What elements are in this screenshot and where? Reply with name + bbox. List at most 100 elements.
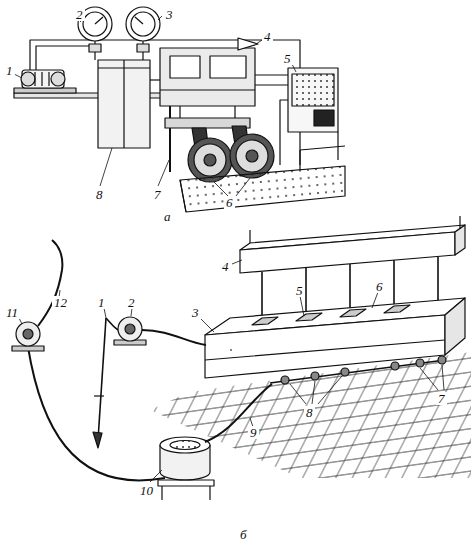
rolls (194, 144, 226, 176)
pipe (142, 330, 206, 345)
frame-pipes (150, 79, 160, 80)
cabinet (98, 60, 150, 148)
rolls (236, 140, 268, 172)
beam (240, 216, 465, 273)
callout-number: 5 (282, 52, 293, 65)
callout-number: 10 (138, 484, 155, 497)
leader-line (232, 260, 242, 264)
control-panel (280, 68, 338, 165)
leader-line (372, 292, 378, 308)
pipe (28, 347, 165, 480)
pipe (38, 240, 62, 326)
callout-number: 6 (374, 280, 385, 293)
pressure-gauge (137, 44, 149, 52)
rolls (204, 154, 216, 166)
tank (158, 437, 214, 500)
pump (12, 346, 44, 351)
probe (93, 432, 102, 448)
control-panel (280, 100, 338, 165)
nozzle (341, 368, 349, 376)
callout-number: 9 (248, 426, 259, 439)
beam (250, 216, 460, 243)
direction-arrow (238, 38, 258, 50)
nozzle (281, 376, 289, 384)
leader-line (131, 308, 132, 316)
leader-line (292, 64, 296, 72)
leader-line (150, 470, 162, 482)
tank (160, 437, 210, 453)
probe (93, 318, 106, 448)
pump (125, 324, 135, 334)
leader-line (420, 365, 444, 390)
motor (14, 88, 76, 93)
callout-number: 3 (164, 8, 175, 21)
pipe (205, 384, 272, 442)
platform (180, 166, 345, 212)
callout-number: 8 (304, 406, 315, 419)
control-panel (314, 110, 334, 126)
pipe (106, 318, 118, 330)
motor (35, 72, 49, 86)
pipe (28, 240, 272, 480)
callout-number: 11 (4, 306, 20, 319)
leader-line (14, 16, 296, 196)
pump (23, 329, 33, 339)
callout-number: 7 (152, 188, 163, 201)
leader-line (14, 74, 22, 78)
nozzle (416, 359, 424, 367)
cabinet (98, 60, 150, 148)
pump (12, 317, 146, 351)
trough (205, 315, 445, 378)
cabinet (98, 60, 150, 148)
nozzle (311, 372, 319, 380)
rolls (188, 138, 232, 182)
motor (21, 72, 35, 86)
spray-unit (210, 56, 246, 78)
leader-line (214, 178, 250, 196)
callout-number: 6 (224, 196, 235, 209)
leader-line (18, 260, 444, 482)
callout-number: 5 (294, 284, 305, 297)
pump (16, 322, 40, 346)
tank (170, 441, 200, 450)
frame-pipes (255, 74, 288, 75)
leader-line (100, 148, 112, 186)
spray-unit (170, 56, 200, 78)
rolls (246, 150, 258, 162)
pressure-gauge (89, 44, 101, 52)
nozzle (270, 360, 445, 383)
illustration (12, 7, 471, 500)
callout-number: 12 (52, 296, 69, 309)
callout-number: 1 (4, 64, 15, 77)
leader-line (158, 160, 169, 186)
pressure-gauge (95, 17, 103, 60)
callout-number: 2 (126, 296, 137, 309)
pump (118, 317, 142, 341)
motor (14, 70, 76, 93)
nozzle (270, 356, 446, 384)
probe (94, 395, 104, 396)
trough (445, 298, 465, 355)
callout-number: 8 (94, 188, 105, 201)
leader-line (104, 308, 106, 318)
platform (180, 146, 345, 212)
platform (180, 180, 186, 212)
beam (240, 232, 455, 273)
leader-line (158, 16, 162, 20)
spray-unit (160, 48, 255, 106)
platform (300, 146, 345, 170)
rolls (230, 134, 274, 178)
spray-unit (169, 106, 171, 172)
frame-pipes (255, 84, 288, 85)
nozzle (391, 362, 399, 370)
control-panel (288, 68, 338, 132)
callout-number: а (162, 210, 173, 223)
control-panel (292, 74, 334, 106)
trough (205, 340, 445, 360)
callout-number: 7 (436, 392, 447, 405)
callout-number: 4 (220, 260, 231, 273)
leader-line (290, 376, 342, 404)
probe (98, 318, 106, 440)
tank (158, 480, 214, 500)
